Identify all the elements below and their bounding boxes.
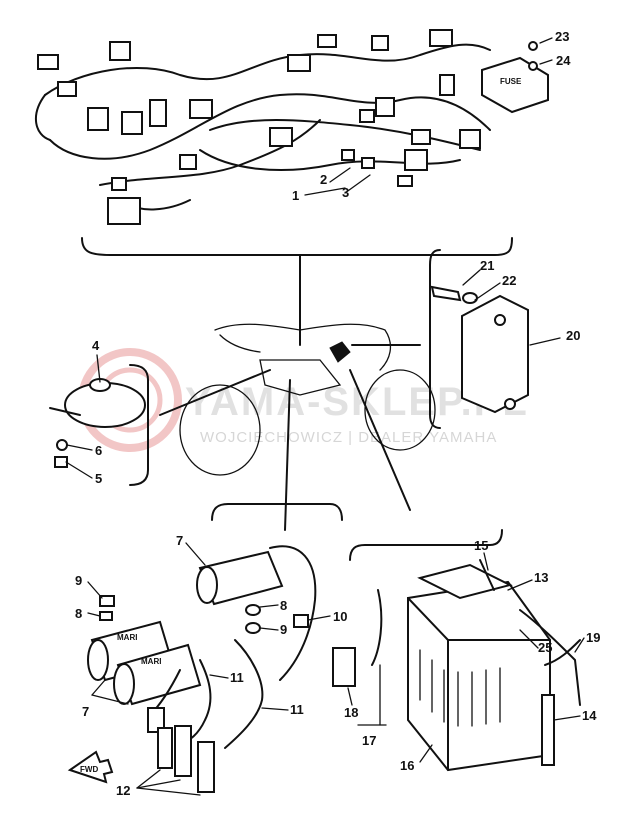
callout-1: 1	[292, 188, 299, 203]
washer-24	[528, 61, 538, 71]
callout-22: 22	[502, 273, 516, 288]
watermark-subtitle: WOJCIECHOWICZ | DEALER YAMAHA	[200, 429, 497, 446]
fwd-label: FWD	[80, 765, 98, 774]
coil-mark-1: MARI	[117, 633, 137, 642]
locator-marker	[329, 341, 351, 363]
callout-24: 24	[556, 53, 571, 68]
callout-2: 2	[320, 172, 327, 187]
callout-6: 6	[95, 443, 102, 458]
callout-3: 3	[342, 185, 349, 200]
screw-23	[528, 41, 538, 51]
callout-5: 5	[95, 471, 102, 486]
motorcycle-outline	[179, 323, 436, 476]
ignition-bracket	[211, 503, 343, 521]
callout-14: 14	[582, 708, 597, 723]
callout-10: 10	[333, 609, 347, 624]
battery	[407, 559, 581, 772]
ignition-coils: MARI MARI	[87, 545, 317, 793]
horn-bracket	[129, 364, 149, 486]
coil-mark-2: MARI	[141, 657, 161, 666]
callout-21: 21	[480, 258, 494, 273]
callout-13: 13	[534, 570, 548, 585]
callout-18: 18	[344, 705, 358, 720]
cdi-bracket	[429, 249, 441, 429]
battery-bracket	[349, 529, 503, 561]
fuse-box: FUSE	[481, 41, 549, 114]
callout-12: 12	[116, 783, 130, 798]
top-section-divider	[81, 237, 513, 256]
horn	[49, 378, 146, 468]
fwd-arrow: FWD	[67, 750, 114, 784]
callout-19: 19	[586, 630, 600, 645]
callout-4: 4	[92, 338, 100, 353]
callout-8a: 8	[75, 606, 82, 621]
callout-9b: 9	[280, 622, 287, 637]
battery-cable	[332, 589, 383, 687]
callout-9a: 9	[75, 573, 82, 588]
callout-20: 20	[566, 328, 580, 343]
callout-7a: 7	[176, 533, 183, 548]
callout-11a: 11	[230, 670, 244, 685]
callouts: 1 2 3 4 5 6 7 7 8 8 9 9 10 11 11 12 13	[65, 29, 600, 798]
callout-25: 25	[538, 640, 552, 655]
callout-8b: 8	[280, 598, 287, 613]
wire-harness	[35, 29, 491, 225]
fuse-label: FUSE	[500, 77, 522, 86]
callout-11b: 11	[290, 702, 304, 717]
callout-17: 17	[362, 733, 376, 748]
callout-7b: 7	[82, 704, 89, 719]
callout-15: 15	[474, 538, 488, 553]
callout-16: 16	[400, 758, 414, 773]
callout-23: 23	[555, 29, 569, 44]
